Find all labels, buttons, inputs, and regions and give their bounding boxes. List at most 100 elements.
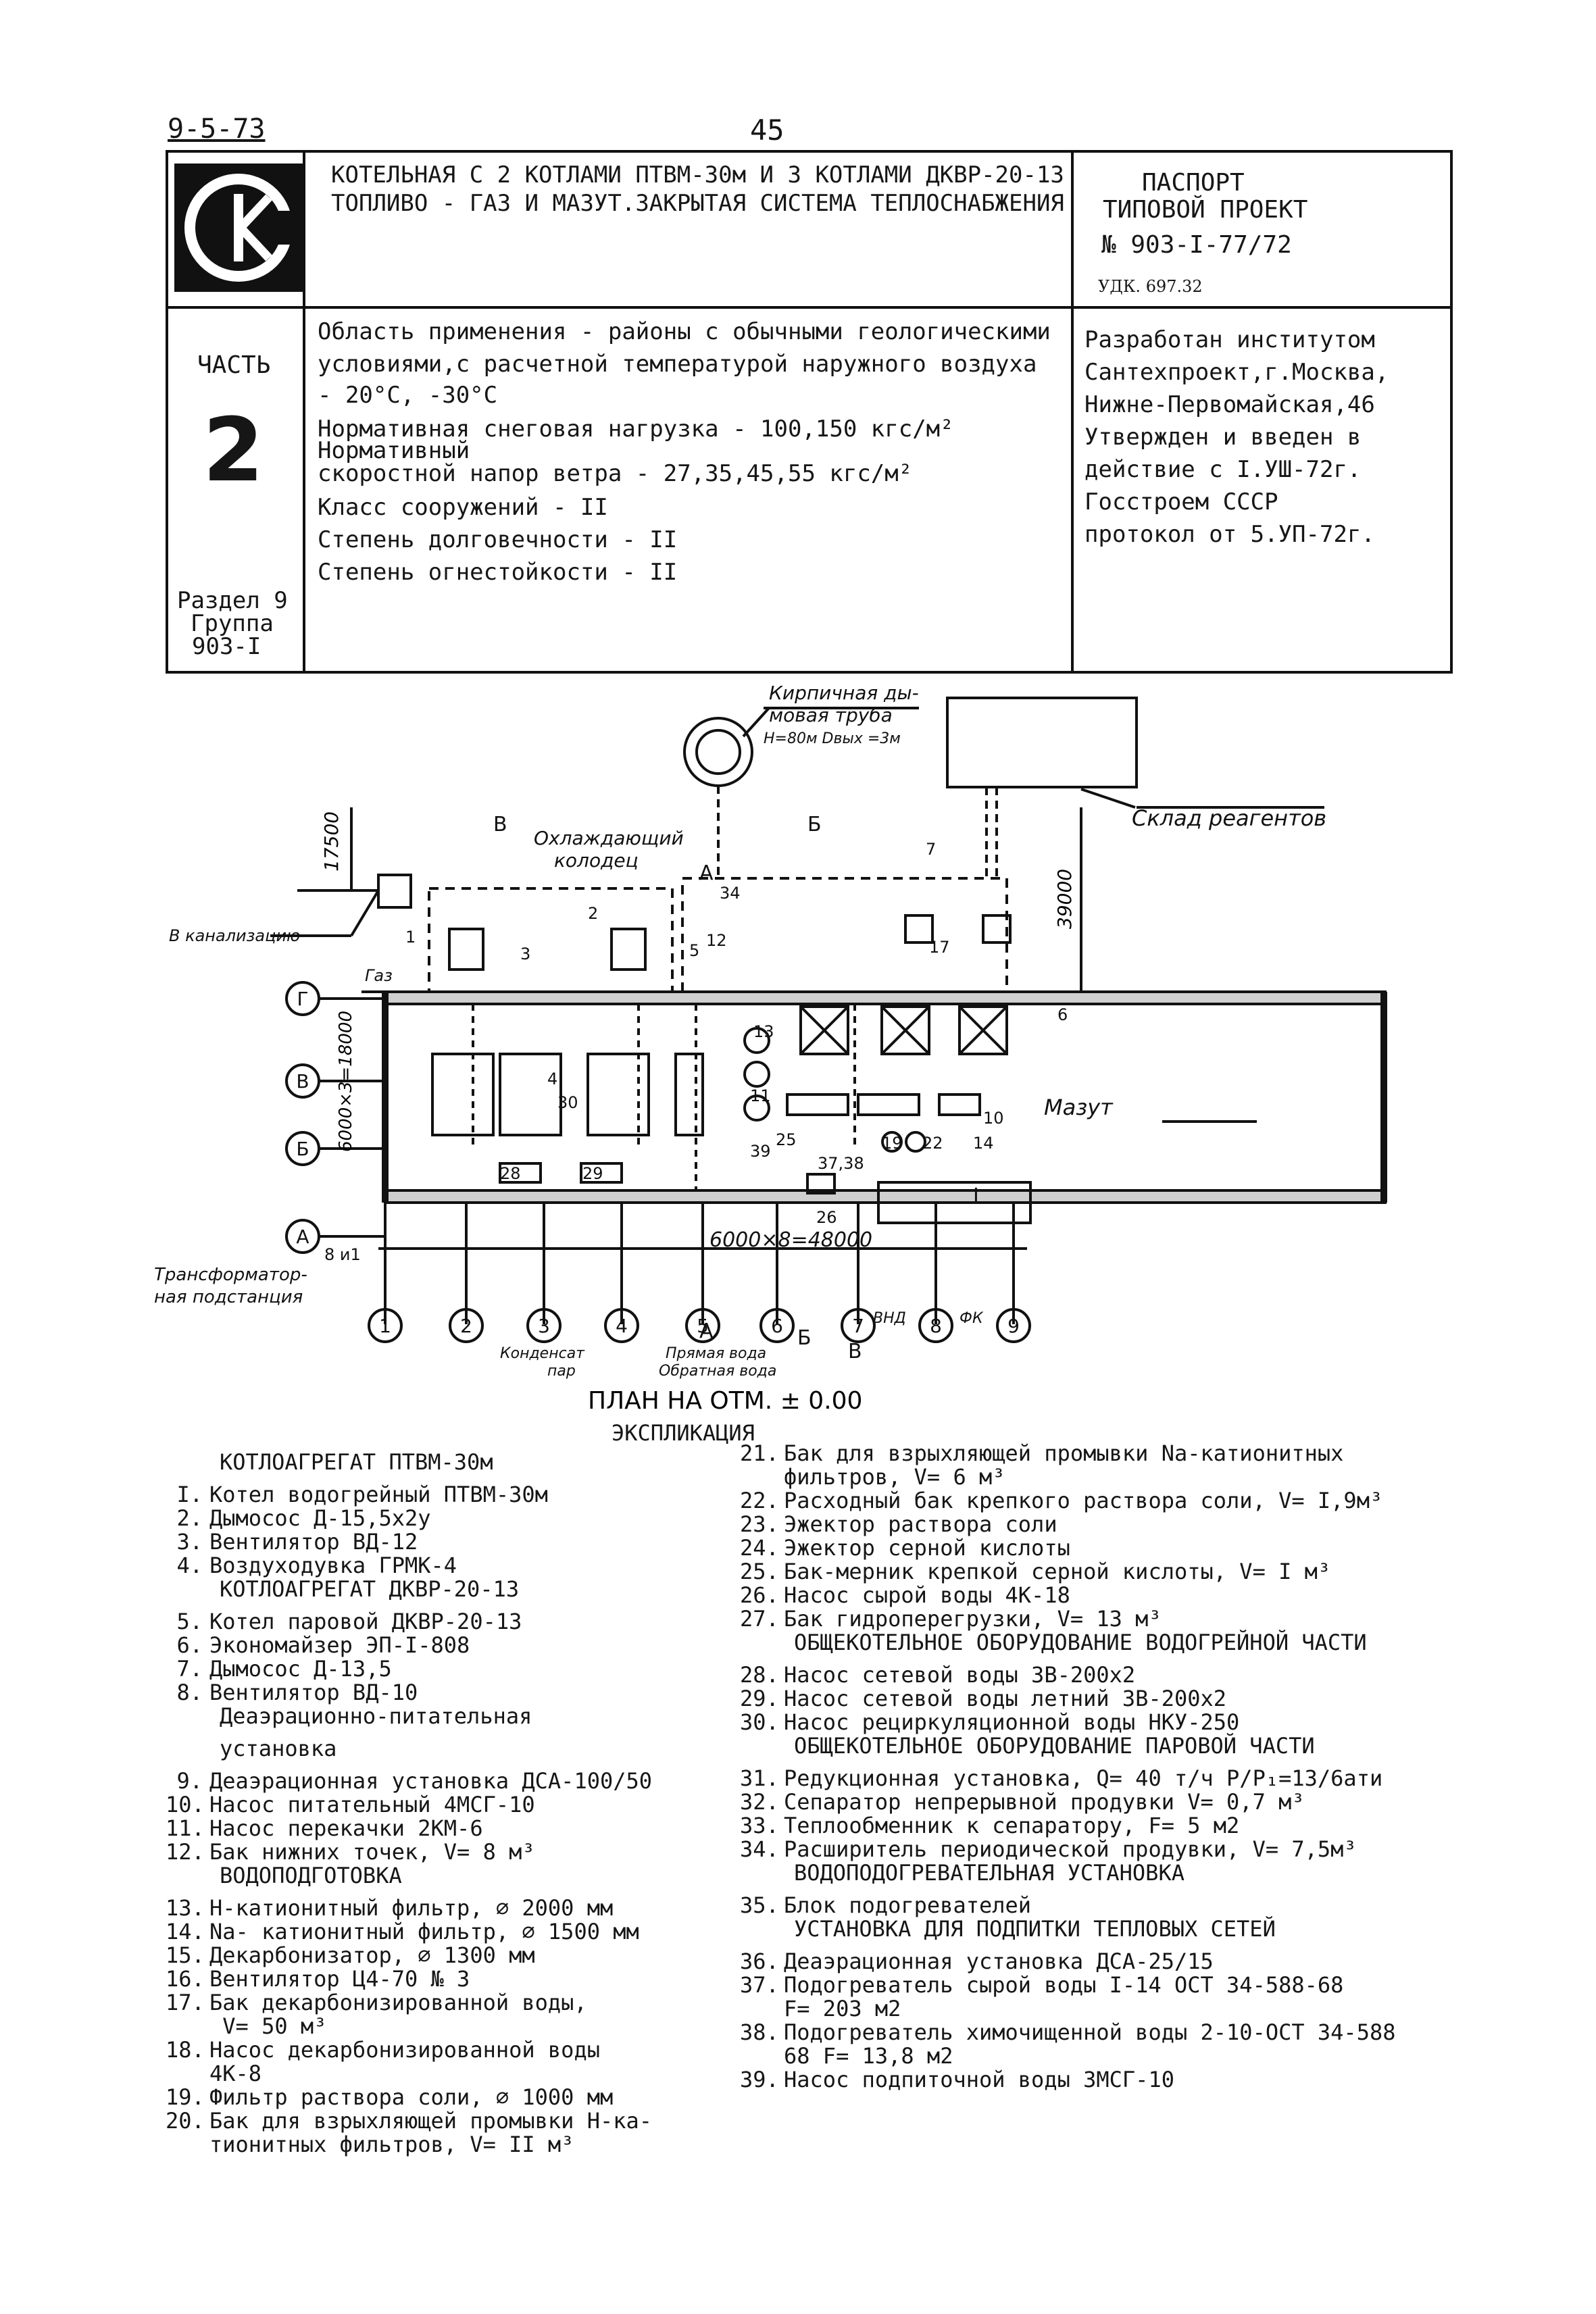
explication-item: 38.Подогреватель химочищенной воды 2-10-…	[740, 2019, 1395, 2045]
explication-item: 35.Блок подогревателей	[740, 1892, 1031, 1918]
item-text: Котел паровой ДКВР-20-13	[209, 1609, 522, 1634]
passport-label: ПАСПОРТ	[1142, 169, 1245, 197]
equipment-marker: 22	[922, 1134, 943, 1153]
condition-line: - 20°С, -30°С	[318, 382, 498, 409]
explication-item: 27.Бак гидроперегрузки, V= 13 м³	[740, 1606, 1162, 1632]
explication-item: 6.Экономайзер ЭП-I-808	[166, 1632, 470, 1658]
item-number: 21.	[740, 1440, 779, 1466]
item-number: 31.	[740, 1765, 779, 1791]
item-number: 28.	[740, 1662, 779, 1688]
heading-text: Деаэрационно-питательная	[220, 1703, 532, 1729]
part-number: 2	[203, 399, 264, 501]
item-text: 4К-8	[209, 2061, 262, 2086]
developer-line: действие с I.УШ-72г.	[1084, 456, 1362, 483]
gas-label: Газ	[365, 966, 393, 985]
cut-label: В	[848, 1340, 862, 1363]
explication-item: 15.Декарбонизатор, ∅ 1300 мм	[166, 1942, 535, 1968]
condition-line: Область применения - районы с обычными г…	[318, 318, 1051, 345]
item-text: Насос рециркуляционной воды НКУ-250	[784, 1709, 1240, 1735]
explication-item: фильтров, V= 6 м³	[740, 1464, 1005, 1490]
developer-line: Госстроем СССР	[1084, 488, 1278, 515]
explication-item: 9.Деаэрационная установка ДСА-100/50	[166, 1768, 652, 1794]
condition-line: Степень огнестойкости - II	[318, 559, 678, 586]
item-number: 20.	[166, 2108, 205, 2134]
direct-water-label: Прямая вода	[666, 1345, 766, 1362]
item-number: 19.	[166, 2084, 205, 2110]
item-text: Бак для взрыхляющей промывки Na-катионит…	[784, 1440, 1344, 1466]
explication-item: V= 50 м³	[166, 2013, 326, 2039]
condition-line: Класс сооружений - II	[318, 494, 608, 521]
item-number: 13.	[166, 1895, 205, 1921]
axis-row-label: А	[296, 1226, 309, 1248]
explication-item: 2.Дымосос Д-15,5х2у	[166, 1505, 430, 1531]
item-text: Декарбонизатор, ∅ 1300 мм	[209, 1942, 535, 1968]
equipment-marker: 10	[983, 1109, 1004, 1128]
fk-label: ФК	[959, 1310, 984, 1327]
frame-divider	[303, 150, 305, 674]
chimney-label: мовая труба	[769, 704, 893, 726]
item-number: 10.	[166, 1792, 205, 1817]
project-title-line2: ТОПЛИВО - ГАЗ И МАЗУТ.ЗАКРЫТАЯ СИСТЕМА Т…	[331, 190, 1064, 217]
axis-col-label: 4	[616, 1315, 628, 1337]
dim-39000: 39000	[1053, 869, 1076, 929]
dim-17500: 17500	[320, 811, 343, 872]
vnd-label: ВНД	[873, 1310, 906, 1327]
condition-line: условиями,с расчетной температурой наруж…	[318, 351, 1037, 378]
explication-item: 22.Расходный бак крепкого раствора соли,…	[740, 1488, 1382, 1513]
explication-item: 20.Бак для взрыхляющей промывки Н-ка-	[166, 2108, 652, 2134]
dim-18000: 6000×3=18000	[336, 1011, 356, 1152]
equipment-marker: 17	[929, 938, 950, 957]
equipment-marker: 34	[720, 884, 741, 903]
explication-section-heading: ВОДОПОДОГРЕВАТЕЛЬНАЯ УСТАНОВКА	[794, 1860, 1184, 1886]
section-label: Раздел 9	[177, 587, 288, 614]
item-text: Подогреватель химочищенной воды 2-10-ОСТ…	[784, 2019, 1396, 2045]
part-label: ЧАСТЬ	[197, 351, 271, 379]
explication-item: 11.Насос перекачки 2КМ-6	[166, 1815, 483, 1841]
dim-48000: 6000×8=48000	[709, 1228, 872, 1252]
item-text: Насос перекачки 2КМ-6	[209, 1815, 483, 1841]
frame-divider	[1071, 150, 1074, 674]
equipment-marker: 37,38	[818, 1154, 864, 1173]
axis-row-label: Г	[297, 988, 308, 1010]
explication-item: 16.Вентилятор Ц4-70 № 3	[166, 1966, 470, 1992]
explication-item: 34.Расширитель периодической продувки, V…	[740, 1836, 1357, 1862]
item-number: 26.	[740, 1582, 779, 1608]
item-text: Бак декарбонизированной воды,	[209, 1990, 587, 2015]
item-text: тионитных фильтров, V= II м³	[209, 2132, 574, 2157]
item-text: Расширитель периодической продувки, V= 7…	[784, 1836, 1357, 1862]
explication-item: 68 F= 13,8 м2	[740, 2043, 953, 2069]
heading-text: ОБЩЕКОТЕЛЬНОЕ ОБОРУДОВАНИЕ ВОДОГРЕЙНОЙ Ч…	[794, 1630, 1367, 1655]
mazut-label: Мазут	[1044, 1095, 1114, 1120]
item-text: Деаэрационная установка ДСА-25/15	[784, 1948, 1214, 1974]
item-number: 16.	[166, 1966, 205, 1992]
condensate-label: Конденсат	[500, 1345, 585, 1362]
item-text: Воздуходувка ГРМК-4	[209, 1553, 457, 1578]
explication-section-heading: установка	[220, 1736, 336, 1761]
item-number: 36.	[740, 1948, 779, 1974]
institute-logo	[174, 164, 303, 292]
main-hall-outline	[384, 990, 1387, 1204]
explication-item: 17.Бак декарбонизированной воды,	[166, 1990, 587, 2015]
cooling-well-label: колодец	[554, 849, 639, 872]
item-text: Насос сетевой воды 3В-200х2	[784, 1662, 1136, 1688]
item-text: Бак-мерник крепкой серной кислоты, V= I …	[784, 1559, 1331, 1584]
explication-item: 36.Деаэрационная установка ДСА-25/15	[740, 1948, 1214, 1974]
return-water-label: Обратная вода	[659, 1363, 776, 1380]
developer-line: протокол от 5.УП-72г.	[1084, 521, 1375, 548]
heading-text: установка	[220, 1736, 337, 1761]
explication-section-heading: Деаэрационно-питательная	[220, 1703, 532, 1729]
explication-item: 23.Эжектор раствора соли	[740, 1511, 1057, 1537]
heading-text: ВОДОПОДОГРЕВАТЕЛЬНАЯ УСТАНОВКА	[794, 1860, 1184, 1886]
item-text: фильтров, V= 6 м³	[784, 1464, 1005, 1490]
explication-item: F= 203 м2	[740, 1996, 901, 2021]
item-number: 6.	[176, 1632, 203, 1658]
item-number: 9.	[176, 1768, 203, 1794]
heading-text: УСТАНОВКА ДЛЯ ПОДПИТКИ ТЕПЛОВЫХ СЕТЕЙ	[794, 1916, 1276, 1942]
item-number: 22.	[740, 1488, 779, 1513]
equipment-marker: 19	[882, 1134, 903, 1153]
item-number: 11.	[166, 1815, 205, 1841]
item-text: Блок подогревателей	[784, 1892, 1032, 1918]
item-text: Экономайзер ЭП-I-808	[209, 1632, 470, 1658]
item-number: 38.	[740, 2019, 779, 2045]
reagent-store-label: Склад реагентов	[1132, 805, 1326, 831]
